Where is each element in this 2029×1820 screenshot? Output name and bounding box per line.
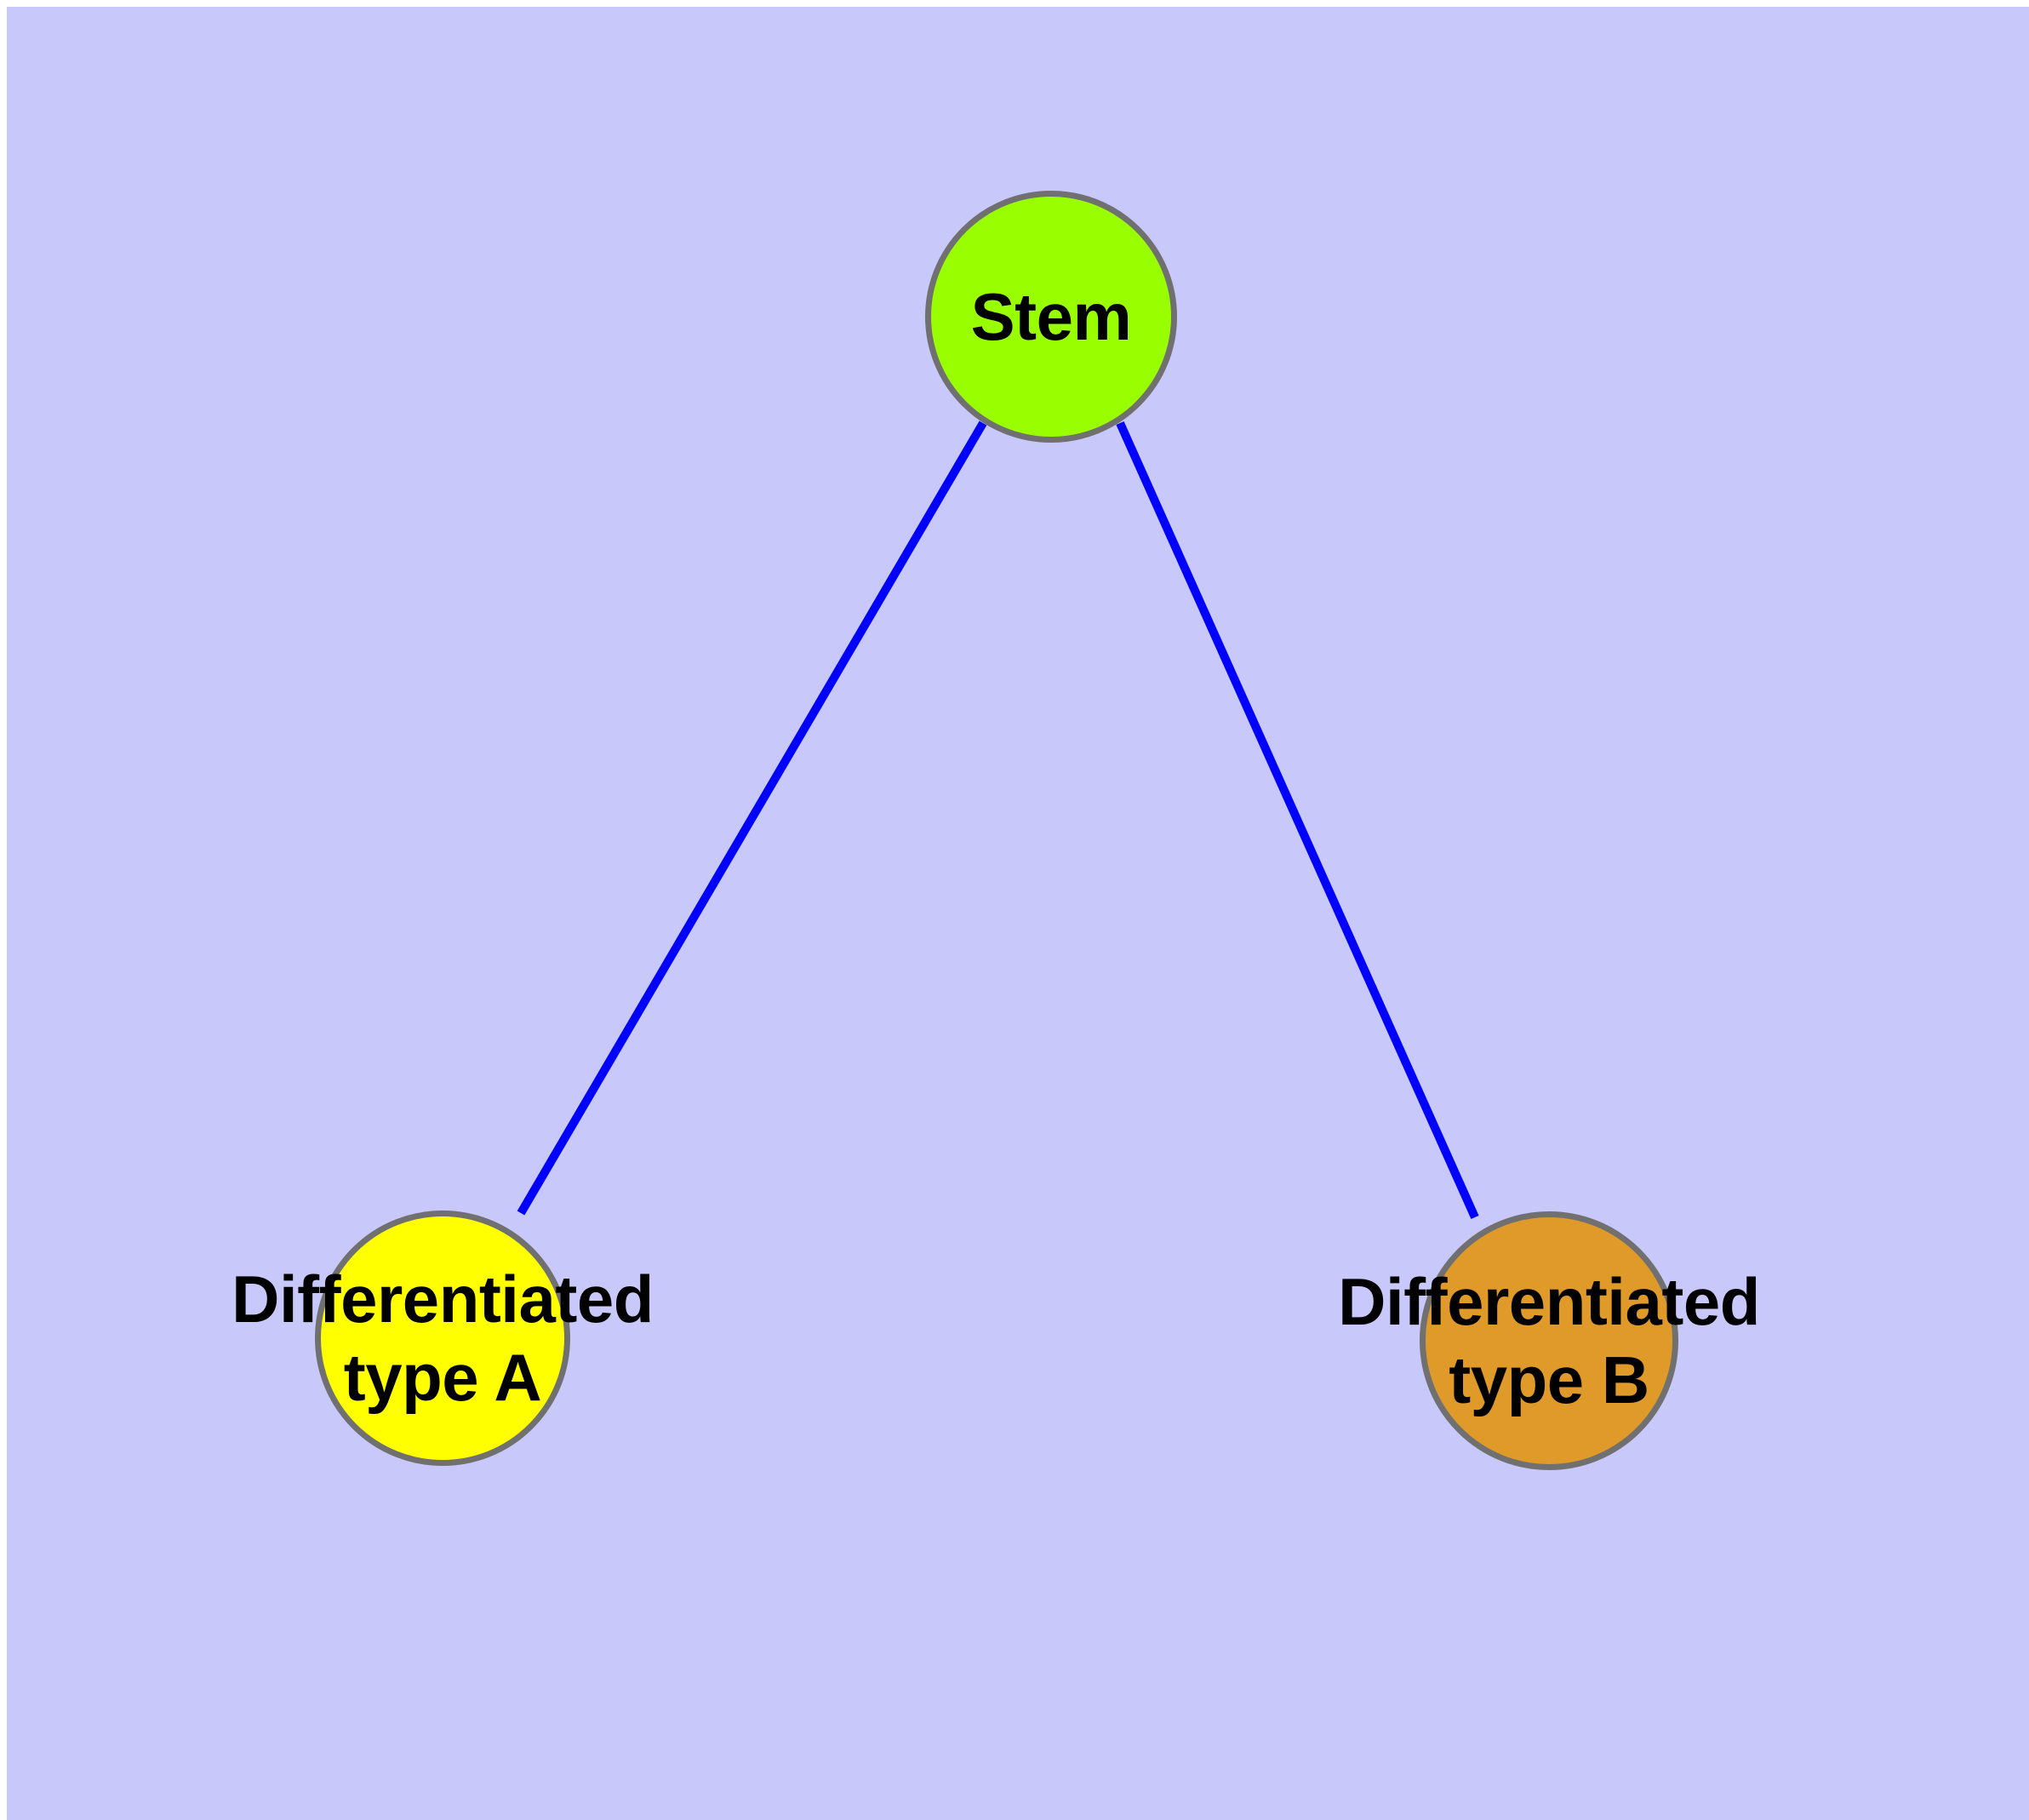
graph-node-stem[interactable] (925, 191, 1177, 443)
graph-node-diff_b[interactable] (1420, 1211, 1678, 1470)
graph-edge-stem-diff_b[interactable] (1116, 421, 1479, 1220)
graph-node-diff_a[interactable] (315, 1210, 570, 1466)
graph-edge-stem-diff_a[interactable] (517, 421, 987, 1216)
edges-group (517, 421, 1479, 1220)
